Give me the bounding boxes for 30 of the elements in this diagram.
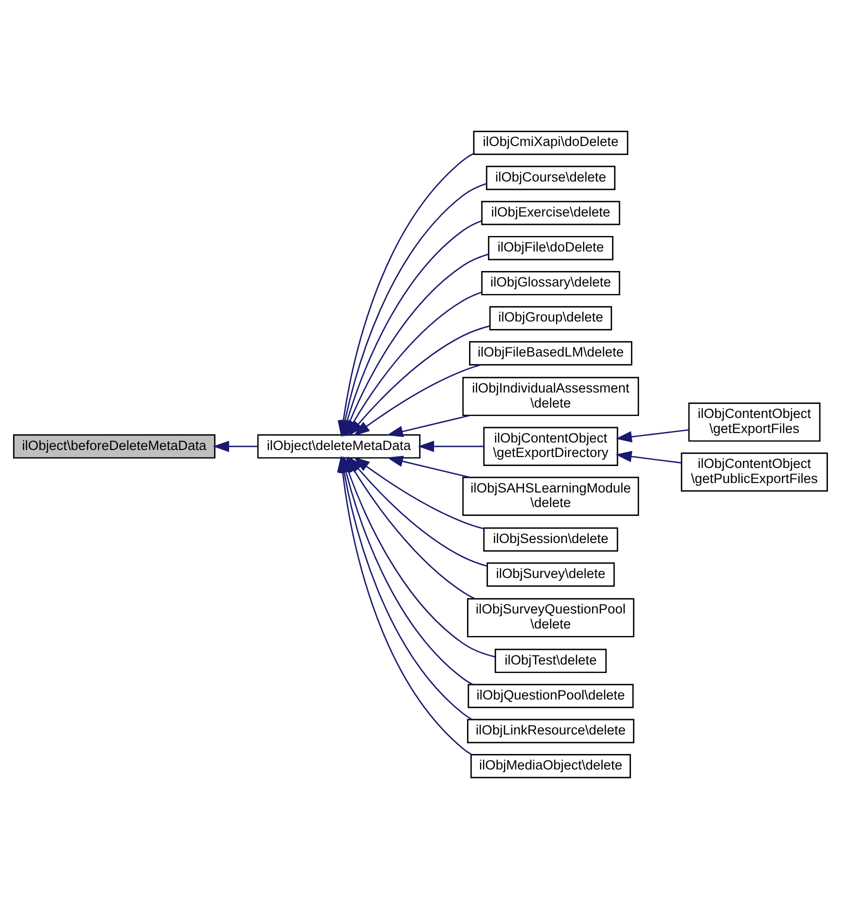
node-box: ilObjIndividualAssessment \delete: [462, 376, 640, 416]
arrow: [348, 325, 490, 436]
node-box: ilObject\deleteMetaData: [257, 434, 420, 459]
arrow: [616, 429, 689, 442]
node-box: ilObjGlossary\delete: [481, 271, 620, 296]
node-box: ilObjFile\doDelete: [488, 236, 614, 260]
node-box: ilObjFileBasedLM\delete: [469, 341, 632, 366]
node-box: ilObject\beforeDeleteMetaData: [13, 434, 216, 459]
node-box: ilObjContentObject \getExportFiles: [688, 402, 820, 442]
arrow: [212, 440, 258, 452]
node-box: ilObjExercise\delete: [481, 200, 620, 226]
node-box: ilObjContentObject \getExportDirectory: [483, 426, 618, 466]
arrow: [418, 440, 484, 452]
arrow: [354, 456, 484, 530]
node-box: ilObjContentObject \getPublicExportFiles: [680, 452, 828, 492]
node-box: ilObjMediaObject\delete: [470, 754, 631, 778]
node-box: ilObjLinkResource\delete: [467, 718, 634, 744]
node-box: ilObjSurveyQuestionPool \delete: [467, 598, 634, 638]
node-box: ilObjCourse\delete: [486, 166, 616, 190]
node-box: ilObjCmiXapi\doDelete: [473, 130, 628, 155]
arrow: [616, 450, 682, 464]
node-box: ilObjSurvey\delete: [486, 562, 615, 587]
node-box: ilObjQuestionPool\delete: [468, 684, 634, 708]
arrow: [354, 364, 481, 436]
node-box: ilObjSAHSLearningModule \delete: [462, 476, 640, 516]
node-box: ilObjSession\delete: [483, 527, 618, 552]
node-box: ilObjGroup\delete: [489, 306, 612, 330]
arrow: [386, 456, 470, 478]
arrow: [386, 414, 470, 438]
node-box: ilObjTest\delete: [494, 648, 607, 674]
